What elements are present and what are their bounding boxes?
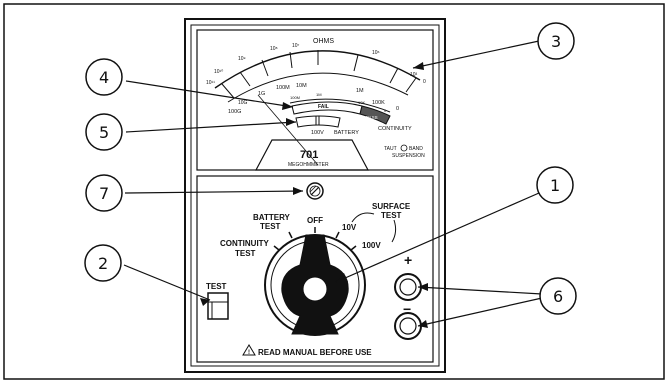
ohms-scale-arc-inner	[227, 72, 409, 103]
ohms-label-1g: 1G	[258, 91, 265, 97]
continuity-scale-label: CONTINUITY	[378, 126, 412, 132]
knob-center	[302, 276, 328, 302]
continuity-arc	[289, 98, 391, 113]
negative-terminal-label: −	[403, 301, 411, 317]
ohms-label-10m: 10M	[296, 83, 307, 89]
callout-arrowheads	[200, 62, 428, 328]
ohms-ticks	[221, 50, 417, 99]
warning-icon	[242, 344, 256, 356]
suspension-icon	[400, 144, 408, 152]
control-panel	[196, 175, 434, 363]
inner-label-10k: 10K	[358, 100, 365, 105]
callout-6: 6	[539, 277, 577, 315]
callout-1: 1	[536, 166, 574, 204]
suspension-label-1: TAUT	[384, 146, 397, 152]
dial-label-100v: 100V	[362, 241, 381, 250]
figure-frame	[3, 3, 665, 380]
tick-label-1e8: 10⁸	[270, 46, 278, 52]
positive-terminal-label: +	[404, 252, 412, 268]
surface-test-bracket	[351, 212, 375, 223]
callout-3: 3	[537, 22, 575, 60]
ohms-label-100k: 100K	[372, 100, 385, 106]
screw-inner	[309, 185, 321, 197]
callout-4: 4	[85, 58, 123, 96]
tick-label-1e10: 10¹⁰	[214, 69, 223, 75]
dial-label-continuity: CONTINUITY	[220, 239, 270, 248]
callout-6-number: 6	[553, 287, 563, 306]
model-plate	[255, 139, 369, 171]
pass-label: PASS	[366, 115, 378, 120]
tick-label-1e6: 10⁶	[372, 50, 380, 56]
instrument-body	[184, 18, 446, 373]
dial-label-10v: 10V	[342, 223, 357, 232]
battery-scale-label: BATTERY	[334, 130, 359, 136]
callout-leaders	[123, 40, 543, 327]
dial-label-surface-2: TEST	[381, 211, 402, 220]
callout-1-number: 1	[550, 176, 560, 195]
callout-7: 7	[85, 174, 123, 212]
inner-label-0b: 0	[384, 108, 387, 113]
test-button[interactable]	[207, 292, 229, 320]
positive-terminal-inner	[399, 278, 417, 296]
negative-terminal-inner	[399, 317, 417, 335]
ohms-label-1m: 1M	[356, 88, 364, 94]
tick-label-1e11: 10¹¹	[206, 80, 215, 86]
suspension-label-2: BAND	[409, 146, 423, 152]
ohms-label-100g: 100G	[228, 109, 241, 115]
ohms-label-100m: 100M	[276, 85, 290, 91]
callout-2-number: 2	[98, 254, 108, 273]
warning-exclamation: !	[248, 350, 250, 356]
selector-ticks	[273, 227, 357, 251]
tick-label-1e9: 10⁹	[238, 56, 246, 62]
pass-band	[359, 105, 391, 125]
dial-label-off: OFF	[307, 216, 323, 225]
callout-4-number: 4	[99, 68, 109, 87]
fail-label: FAIL	[318, 104, 329, 110]
screw-slot-2	[309, 185, 317, 193]
suspension-label-3: SUSPENSION	[392, 153, 425, 159]
ohms-unit-label: OHMS	[313, 38, 334, 45]
model-number: 701	[300, 149, 318, 161]
dial-label-battery-2: TEST	[260, 222, 281, 231]
dial-label-battery: BATTERY	[253, 213, 291, 222]
model-subtitle: MEGOHMMETER	[288, 162, 329, 168]
callout-2: 2	[84, 244, 122, 282]
test-button-label: TEST	[206, 282, 227, 291]
warning-text: READ MANUAL BEFORE USE	[258, 348, 372, 357]
inner-label-100m: 100M	[290, 95, 300, 100]
callout-5: 5	[85, 113, 123, 151]
callout-3-number: 3	[551, 32, 561, 51]
meter-needle	[257, 94, 319, 166]
battery-band	[295, 115, 341, 128]
inner-label-10g: 10G	[238, 100, 248, 106]
tick-label-1e7: 10⁷	[292, 43, 300, 49]
screw-slot	[310, 186, 320, 196]
callout-7-number: 7	[99, 184, 109, 203]
tick-label-0: 0	[423, 79, 426, 85]
ohms-label-0: 0	[396, 106, 399, 112]
dial-label-surface: SURFACE	[372, 202, 411, 211]
battery-voltage-label: 100V	[311, 130, 324, 136]
dial-label-continuity-2: TEST	[235, 249, 256, 258]
instrument-inner-border	[190, 24, 440, 367]
tick-label-1e3: 10³	[410, 72, 418, 78]
inner-label-1m: 1M	[316, 92, 322, 97]
surface-test-bracket-2	[391, 219, 397, 243]
callout-5-number: 5	[99, 123, 109, 142]
